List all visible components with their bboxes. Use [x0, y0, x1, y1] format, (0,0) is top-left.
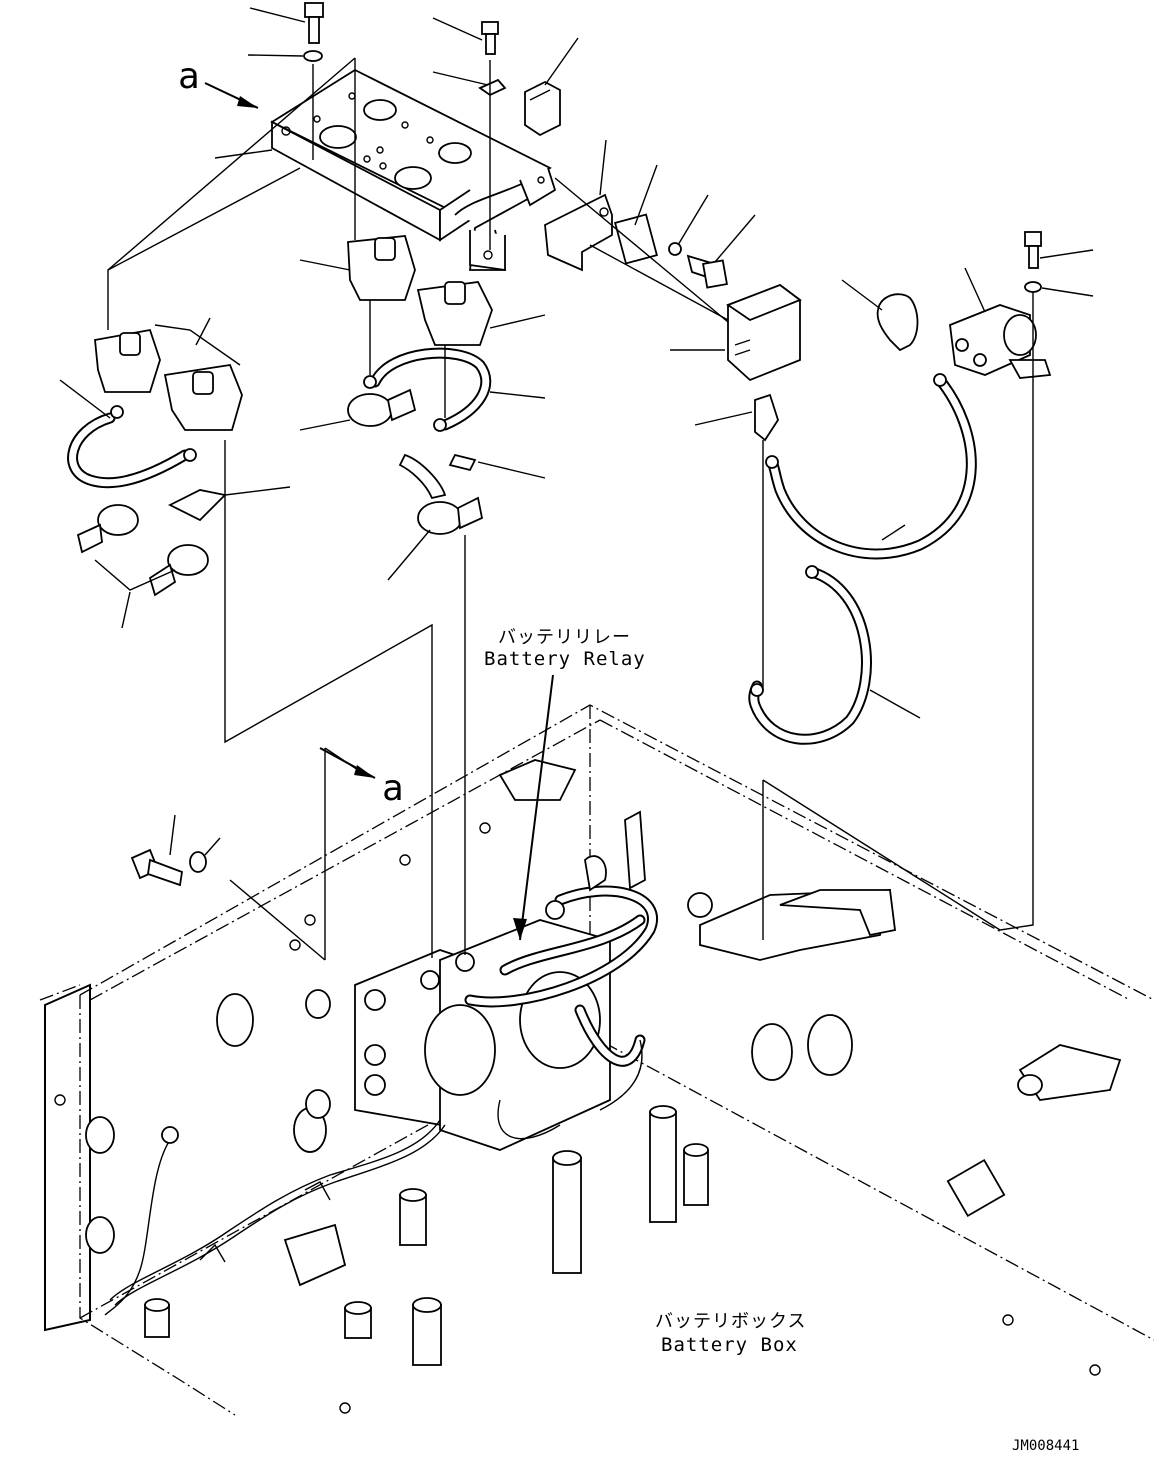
battery-box-label-ja: バッテリボックス — [655, 1311, 806, 1332]
battery-relay-pair-left — [94, 328, 243, 431]
terminal-caps — [76, 388, 484, 597]
leader-lines — [59, 7, 1094, 961]
battery-cables-short — [67, 347, 492, 489]
arrow-head-icon — [354, 765, 375, 778]
drawing-code: JM008441 — [1012, 1438, 1079, 1454]
view-arrows — [204, 82, 554, 941]
box-spacers — [54, 822, 1101, 1414]
battery-relay-label-ja: バッテリリレー — [498, 627, 631, 648]
starter-solenoid — [876, 231, 1052, 379]
arrow-head-icon — [237, 96, 258, 108]
relay-mounting-bracket — [270, 68, 557, 272]
view-label-lower: a — [382, 768, 404, 809]
battery-relay-pair-center — [347, 235, 493, 346]
battery-box-label-en: Battery Box — [661, 1334, 798, 1356]
battery-relay-label-en: Battery Relay — [484, 648, 646, 670]
safety-relay — [726, 283, 802, 442]
view-label-top: a — [178, 56, 200, 97]
arrow-head-icon — [513, 918, 527, 940]
battery-cables-long — [748, 373, 977, 745]
angle-brackets — [544, 193, 728, 289]
lower-bolt — [130, 848, 207, 887]
box-right-bracket — [498, 759, 1122, 1101]
top-bolts — [303, 2, 561, 137]
installed-relay-assembly — [104, 810, 713, 1316]
